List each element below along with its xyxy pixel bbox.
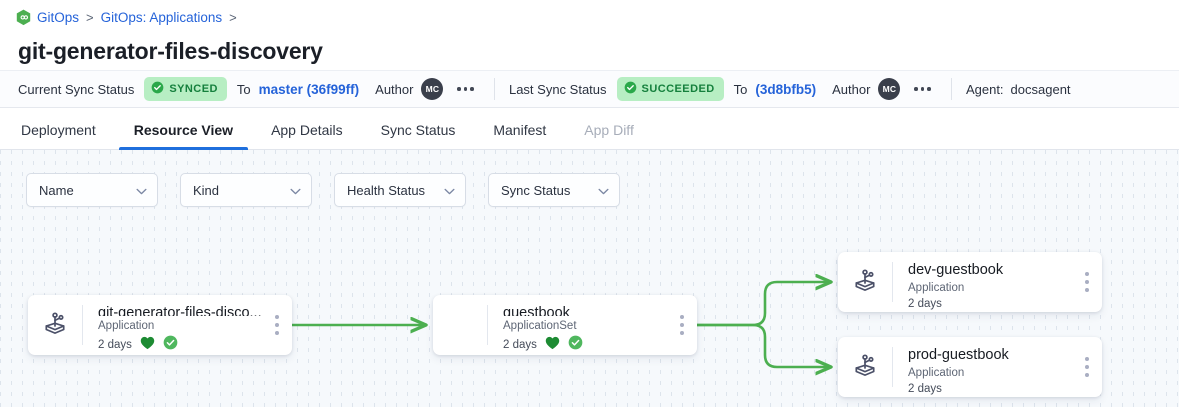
- tab-app-details[interactable]: App Details: [271, 122, 343, 138]
- graph-node-dev[interactable]: dev-guestbook Application 2 days: [838, 252, 1102, 312]
- check-circle-icon: [624, 81, 637, 97]
- tab-sync-status[interactable]: Sync Status: [380, 122, 456, 138]
- chevron-down-icon: [136, 183, 147, 198]
- graph-node-appset[interactable]: guestbook ApplicationSet 2 days: [433, 295, 697, 355]
- graph-node-title: guestbook: [503, 305, 570, 316]
- graph-node-more-button[interactable]: [1072, 337, 1102, 397]
- filter-sync-status-label: Sync Status: [501, 182, 571, 198]
- graph-node-root[interactable]: git-generator-files-disco... Application…: [28, 295, 292, 355]
- green-check-circle-icon: [568, 335, 583, 355]
- green-heart-icon: [140, 336, 155, 355]
- current-sync-status-badge: SYNCED: [144, 77, 227, 101]
- current-sync-more-button[interactable]: [457, 87, 474, 91]
- last-sync-more-button[interactable]: [914, 87, 931, 91]
- filter-health-status[interactable]: Health Status: [334, 173, 466, 207]
- breadcrumb: GitOps > GitOps: Applications >: [0, 0, 1179, 34]
- graph-node-kind: Application: [908, 282, 965, 294]
- chevron-down-icon: [290, 183, 301, 198]
- graph-node-more-button[interactable]: [667, 295, 697, 355]
- tab-resource-view[interactable]: Resource View: [115, 122, 252, 150]
- current-revision-link[interactable]: master (36f99ff): [258, 81, 360, 97]
- divider: [950, 78, 952, 100]
- graph-node-kind: Application: [98, 320, 155, 332]
- graph-node-prod[interactable]: prod-guestbook Application 2 days: [838, 337, 1102, 397]
- divider: [892, 262, 893, 302]
- green-check-circle-icon: [163, 335, 178, 355]
- graph-node-title: prod-guestbook: [908, 347, 1009, 363]
- current-author-label: Author: [375, 81, 414, 97]
- last-sync-status-label: Last Sync Status: [508, 81, 607, 97]
- graph-node-more-button[interactable]: [1072, 252, 1102, 312]
- graph-node-kind: ApplicationSet: [503, 320, 577, 332]
- agent-value: docsagent: [1010, 81, 1071, 97]
- graph-node-body: dev-guestbook Application 2 days: [893, 252, 1072, 312]
- avatar: MC: [421, 78, 444, 100]
- chevron-down-icon: [598, 183, 609, 198]
- graph-node-meta: 2 days: [908, 297, 1072, 312]
- last-revision-link[interactable]: (3d8bfb5): [755, 81, 817, 97]
- graph-node-age: 2 days: [98, 338, 132, 351]
- filter-bar: Name Kind Health Status Sync Status: [26, 173, 620, 207]
- last-sync-status-badge: SUCCEEDED: [616, 77, 724, 101]
- graph-node-body: prod-guestbook Application 2 days: [893, 337, 1072, 397]
- graph-node-meta: 2 days: [503, 335, 667, 355]
- last-sync-status-text: SUCCEEDED: [641, 83, 715, 95]
- filter-name[interactable]: Name: [26, 173, 158, 207]
- argo-application-icon: [28, 295, 82, 355]
- divider: [487, 305, 488, 345]
- resource-graph-canvas[interactable]: Name Kind Health Status Sync Status: [0, 150, 1179, 407]
- current-sync-status-text: SYNCED: [169, 83, 218, 95]
- breadcrumb-item-gitops-applications[interactable]: GitOps: Applications: [100, 9, 223, 25]
- breadcrumb-separator: >: [86, 9, 94, 25]
- avatar: MC: [878, 78, 901, 100]
- filter-kind[interactable]: Kind: [180, 173, 312, 207]
- last-author-label: Author: [832, 81, 871, 97]
- tab-bar: Deployment Resource View App Details Syn…: [0, 108, 1179, 150]
- current-sync-status-label: Current Sync Status: [18, 81, 135, 97]
- breadcrumb-item-gitops[interactable]: GitOps: [37, 9, 80, 25]
- filter-kind-label: Kind: [193, 182, 220, 198]
- argo-application-icon: [838, 252, 892, 312]
- argo-application-icon: [838, 337, 892, 397]
- graph-node-age: 2 days: [908, 383, 942, 395]
- graph-node-kind: Application: [908, 367, 965, 379]
- graph-node-age: 2 days: [908, 298, 942, 310]
- check-circle-icon: [151, 81, 164, 97]
- graph-node-meta: 2 days: [98, 335, 262, 355]
- graph-node-icon-placeholder: [433, 295, 487, 355]
- graph-node-title: dev-guestbook: [908, 262, 1004, 278]
- divider: [82, 305, 83, 345]
- graph-node-meta: 2 days: [908, 382, 1072, 397]
- last-to-label: To: [733, 81, 748, 97]
- status-bar: Current Sync Status SYNCED To master (36…: [0, 70, 1179, 108]
- filter-name-label: Name: [39, 182, 74, 198]
- chevron-down-icon: [444, 183, 455, 198]
- graph-edges: [292, 150, 1179, 407]
- current-to-label: To: [236, 81, 251, 97]
- tab-app-diff: App Diff: [584, 122, 634, 138]
- divider: [892, 347, 893, 387]
- graph-node-title: git-generator-files-disco...: [98, 305, 262, 316]
- breadcrumb-separator: >: [229, 9, 237, 25]
- page-title: git-generator-files-discovery: [18, 38, 323, 64]
- green-heart-icon: [545, 336, 560, 355]
- graph-node-body: git-generator-files-disco... Application…: [83, 295, 262, 355]
- tab-deployment[interactable]: Deployment: [21, 122, 96, 138]
- gitops-hexagon-icon: [16, 9, 31, 26]
- graph-node-body: guestbook ApplicationSet 2 days: [488, 295, 667, 355]
- filter-sync-status[interactable]: Sync Status: [488, 173, 620, 207]
- filter-health-status-label: Health Status: [347, 182, 426, 198]
- tab-manifest[interactable]: Manifest: [493, 122, 547, 138]
- agent-label: Agent:: [965, 81, 1004, 97]
- graph-node-age: 2 days: [503, 338, 537, 351]
- divider: [493, 78, 495, 100]
- graph-node-more-button[interactable]: [262, 295, 292, 355]
